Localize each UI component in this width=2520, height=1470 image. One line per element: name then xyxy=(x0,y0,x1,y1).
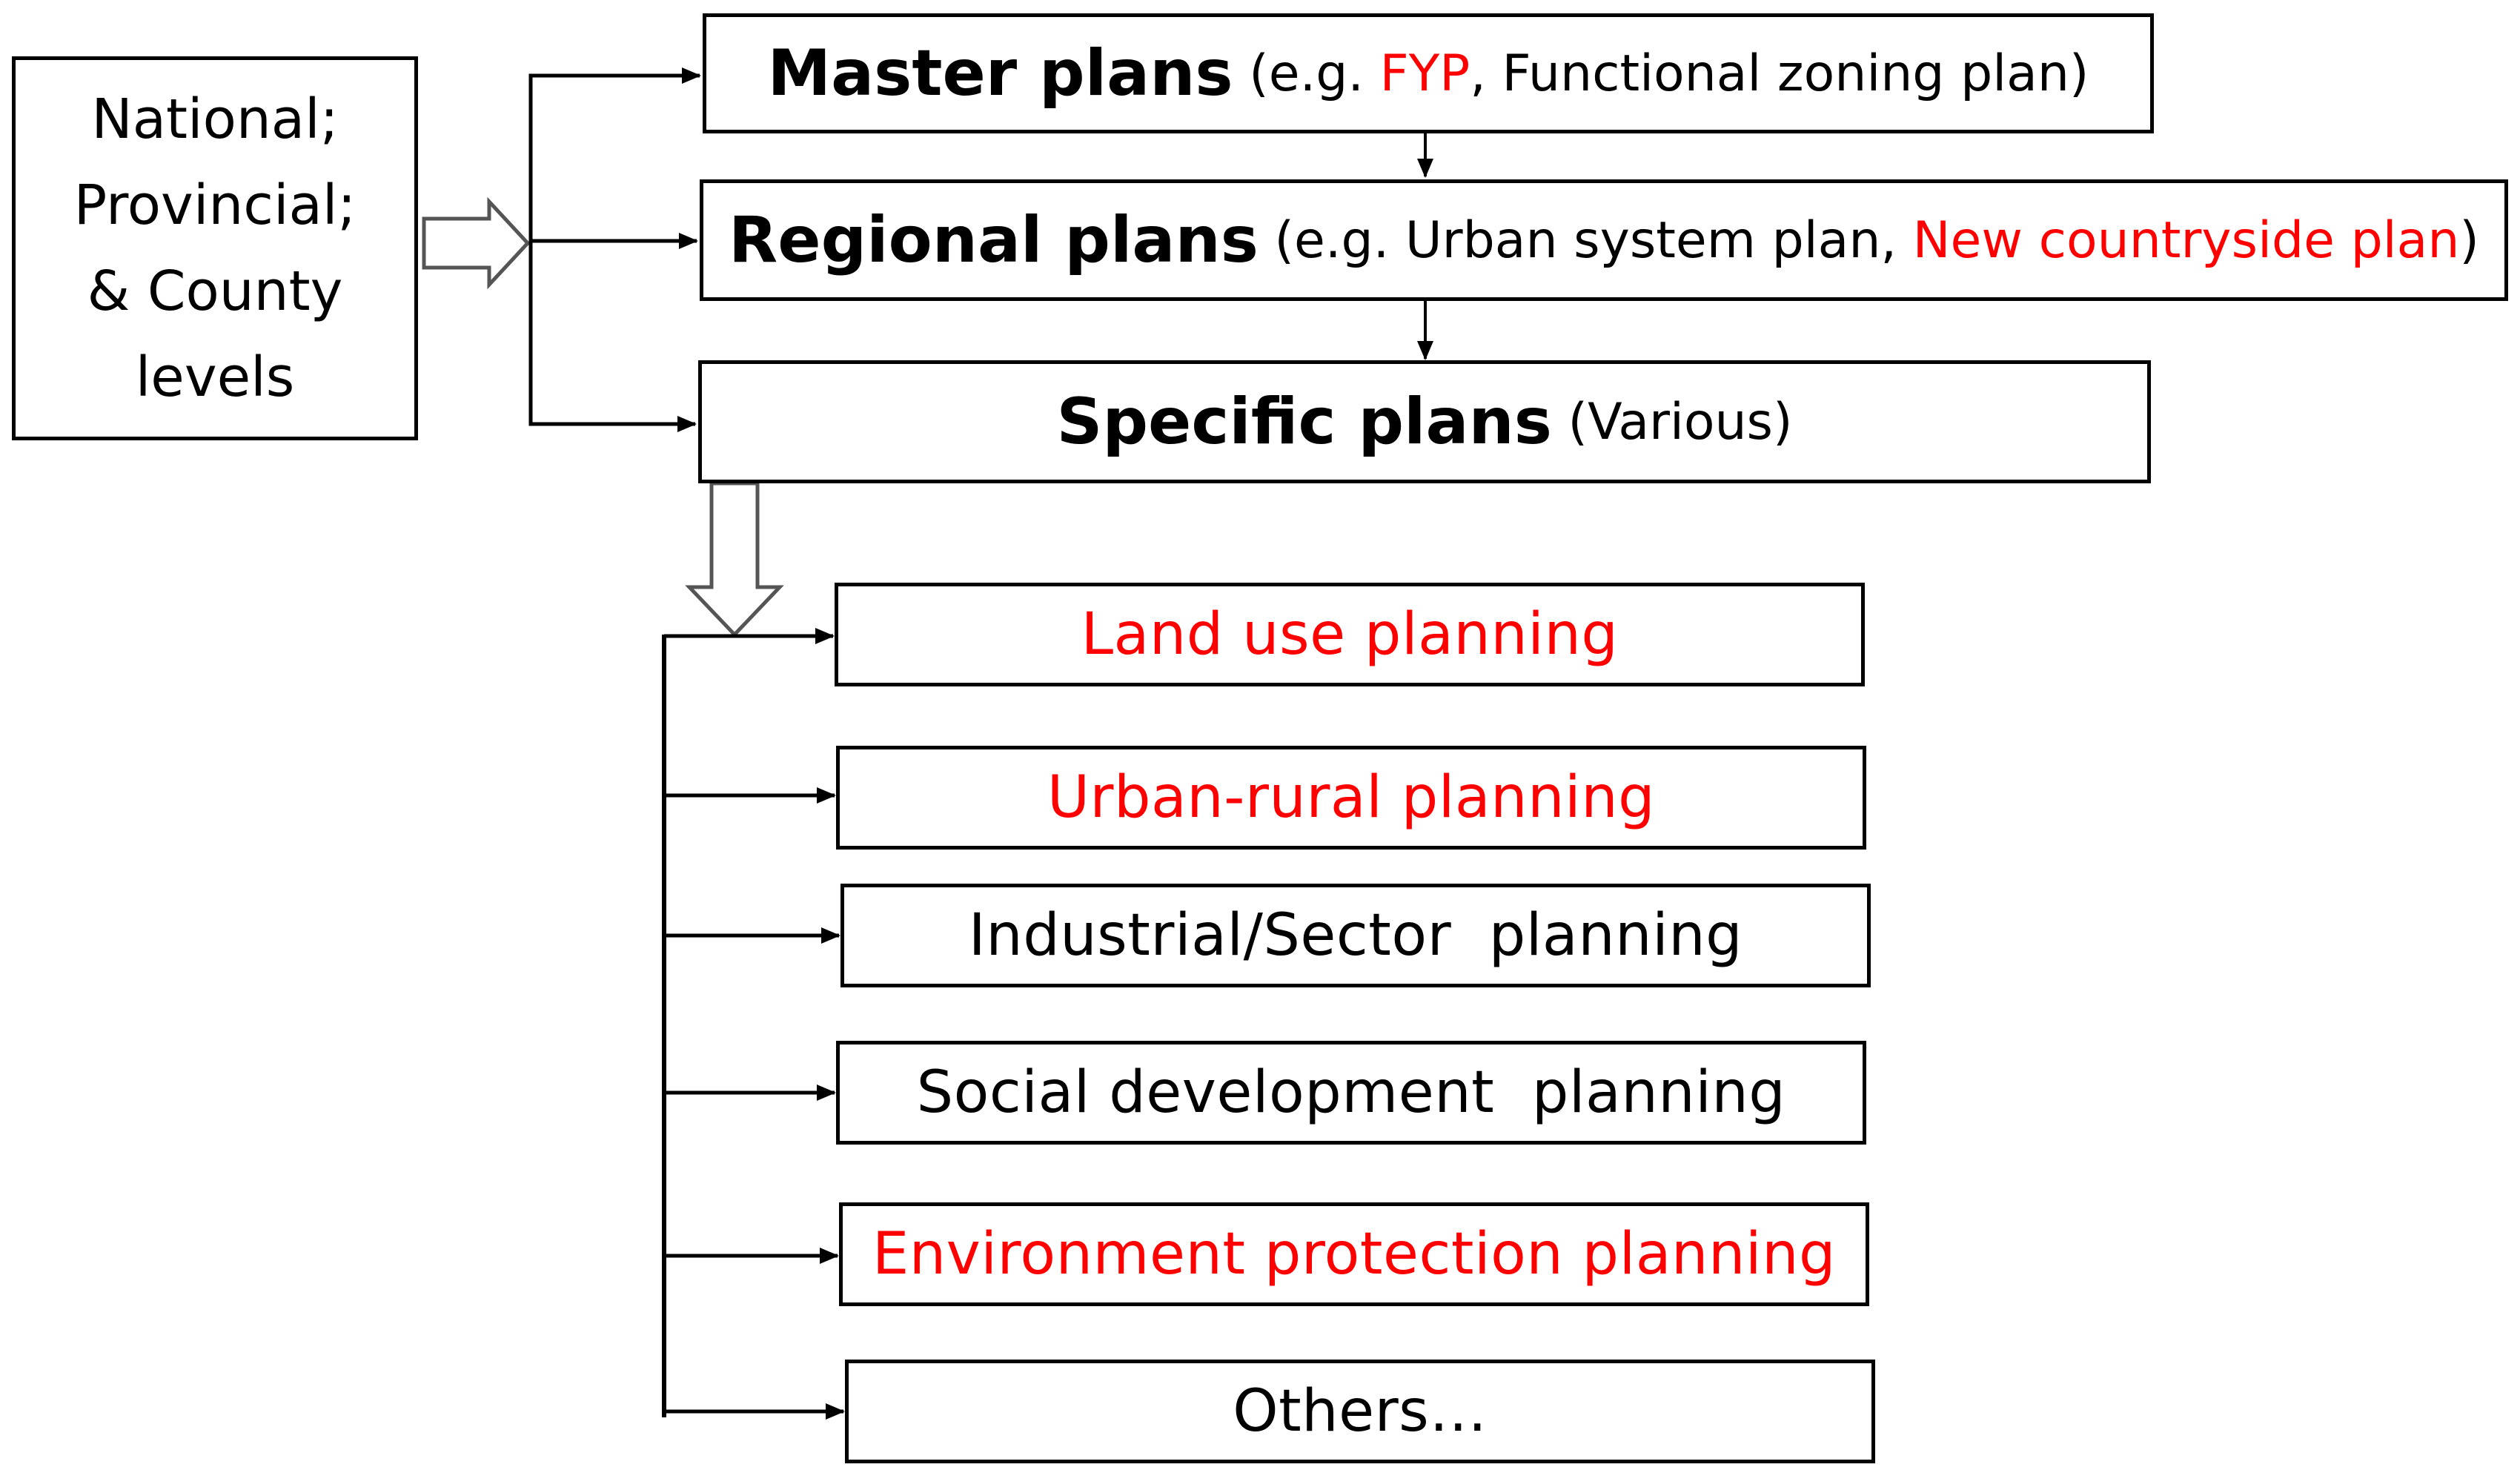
land-use-planning-label: Land use planning xyxy=(1081,601,1619,668)
levels-line-county: & County xyxy=(87,259,343,323)
master-plans-heading: Master plans xyxy=(767,36,1233,110)
levels-line-national: National; xyxy=(91,87,339,151)
master-plans-example-open: (e.g. xyxy=(1233,44,1380,103)
regional-plans-box: Regional plans (e.g. Urban system plan, … xyxy=(700,179,2508,301)
levels-line-levels: levels xyxy=(135,345,295,409)
regional-plans-example-open: (e.g. Urban system plan, xyxy=(1258,211,1913,270)
master-plans-fyp: FYP xyxy=(1379,44,1470,103)
urban-rural-planning-label: Urban-rural planning xyxy=(1047,764,1656,831)
environment-protection-planning-label: Environment protection planning xyxy=(872,1221,1837,1288)
others-label: Others… xyxy=(1233,1378,1488,1445)
land-use-planning-box: Land use planning xyxy=(835,583,1865,686)
specific-plans-heading: Specific plans xyxy=(1056,385,1552,459)
regional-plans-new-countryside: New countryside plan xyxy=(1912,211,2460,270)
levels-box: National; Provincial; & County levels xyxy=(12,56,418,440)
social-development-planning-box: Social development planning xyxy=(836,1041,1866,1145)
specific-plans-box: Specific plans (Various) xyxy=(698,360,2151,483)
industrial-sector-planning-box: Industrial/Sector planning xyxy=(840,884,1871,987)
others-box: Others… xyxy=(845,1360,1875,1463)
regional-plans-example-close: ) xyxy=(2459,211,2479,270)
social-development-planning-label: Social development planning xyxy=(916,1059,1786,1126)
master-plans-example-rest: , Functional zoning plan) xyxy=(1470,44,2089,103)
levels-line-provincial: Provincial; xyxy=(73,173,357,237)
urban-rural-planning-box: Urban-rural planning xyxy=(836,746,1866,850)
hollow-down-arrow xyxy=(685,481,784,638)
industrial-sector-planning-label: Industrial/Sector planning xyxy=(968,902,1743,969)
master-plans-box: Master plans (e.g. FYP, Functional zonin… xyxy=(703,13,2154,133)
specific-plans-various: (Various) xyxy=(1551,392,1793,451)
regional-plans-heading: Regional plans xyxy=(729,203,1259,277)
environment-protection-planning-box: Environment protection planning xyxy=(839,1202,1869,1306)
hollow-right-arrow xyxy=(422,196,531,290)
plans-bracket xyxy=(528,73,700,426)
